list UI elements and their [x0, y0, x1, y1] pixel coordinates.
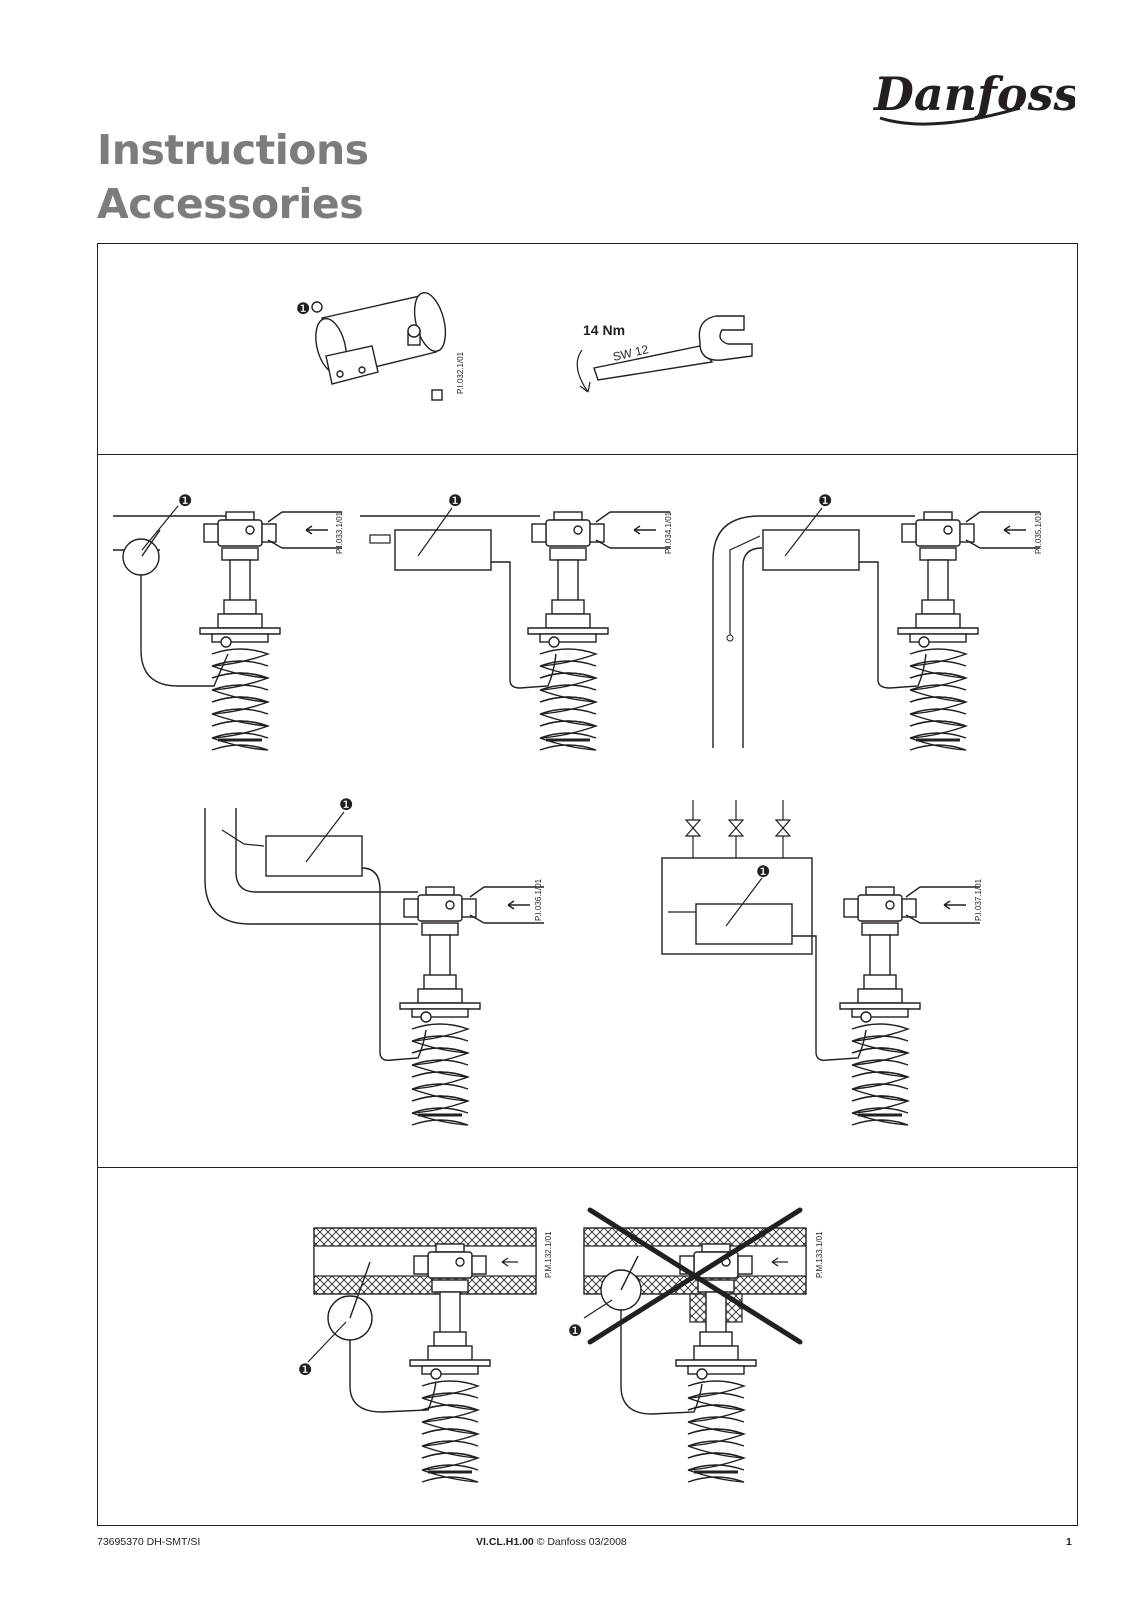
doc-code: VI.CL.H1.00 — [476, 1536, 534, 1548]
logo-wordmark: Danfoss — [872, 67, 1075, 121]
torque-label: 14 Nm — [583, 322, 625, 338]
copyright: © Danfoss 03/2008 — [533, 1536, 627, 1548]
callout-1: ❶ — [296, 301, 310, 318]
callout-1: ❶ — [298, 1362, 312, 1379]
callout-1: ❶ — [568, 1323, 582, 1340]
callout-1: ❶ — [178, 493, 192, 510]
ref-label: P.I.034.1/01 — [664, 511, 673, 554]
callout-1: ❶ — [339, 797, 353, 814]
footer-doc-code: VI.CL.H1.00 © Danfoss 03/2008 — [476, 1536, 627, 1548]
danfoss-logo: Danfoss — [872, 67, 1075, 126]
cross-out-mark — [587, 1207, 803, 1345]
footer-doc-number: 73695370 DH-SMT/SI — [97, 1536, 201, 1548]
ref-label: P.I.037.1/01 — [974, 878, 983, 921]
figure-frame — [97, 243, 1078, 1526]
ref-label: P.I.033.1/01 — [335, 511, 344, 554]
page-number: 1 — [1066, 1536, 1072, 1548]
callout-1: ❶ — [756, 864, 770, 881]
callout-1: ❶ — [818, 493, 832, 510]
row-separator-2 — [98, 1167, 1077, 1168]
title-accessories: Accessories — [97, 180, 364, 228]
ref-label: P.I.032.1/01 — [456, 351, 465, 394]
title-instructions: Instructions — [97, 126, 369, 174]
ref-label: P.M.132.1/01 — [544, 1231, 553, 1278]
ref-label: P.I.036.1/01 — [534, 878, 543, 921]
ref-label: P.M.133.1/01 — [815, 1231, 824, 1278]
row-separator-1 — [98, 454, 1077, 455]
ref-label: P.I.035.1/01 — [1034, 511, 1043, 554]
callout-1: ❶ — [448, 493, 462, 510]
